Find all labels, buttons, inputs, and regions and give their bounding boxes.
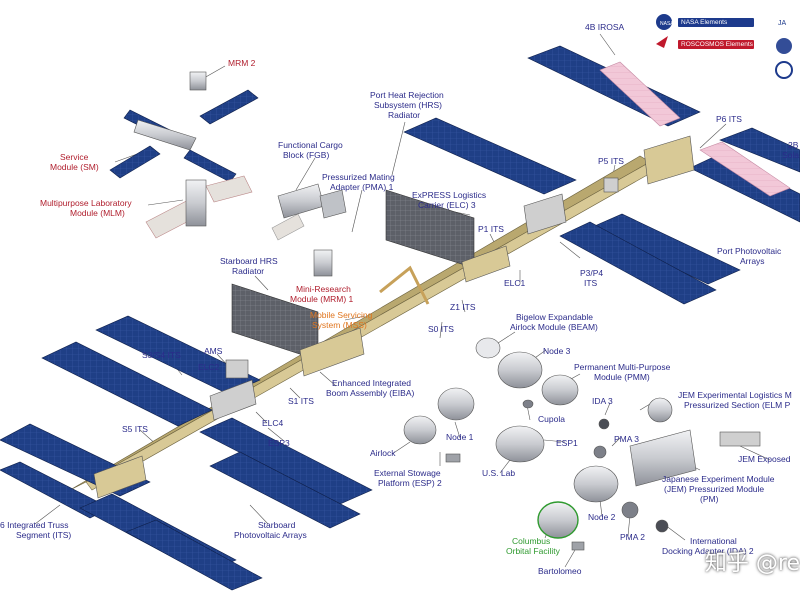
russian-solar-arrays [109, 89, 305, 241]
csa-logo-icon [776, 38, 792, 54]
legend: NASA JA [656, 14, 793, 79]
label-ida2-1: International [690, 536, 737, 546]
label-mss-1: Mobile Servicing [310, 310, 373, 320]
label-ida3: IDA 3 [592, 396, 613, 406]
label-stbd-pv-1: Starboard [258, 520, 296, 530]
label-fgb-2: Block (FGB) [283, 150, 330, 160]
label-elc2: ELC2 [198, 362, 220, 372]
label-mss-2: System (MSS) [312, 320, 367, 330]
label-pma2: PMA 2 [620, 532, 646, 542]
label-truss-2: Segment (ITS) [16, 530, 72, 540]
label-jem-pm-3: (PM) [700, 494, 719, 504]
label-pma1-2: Adapter (PMA) 1 [330, 182, 394, 192]
label-ida2-2: Docking Adapter (IDA) 2 [662, 546, 754, 556]
nasa-elements-legend: NASA Elements [678, 18, 754, 27]
label-solar-partial-2: Sola [782, 150, 800, 160]
label-beam-2: Airlock Module (BEAM) [510, 322, 598, 332]
label-jem-elm-2: Pressurized Section (ELM P [684, 400, 791, 410]
roscosmos-logo-icon [656, 36, 668, 48]
label-s1-its: S1 ITS [288, 396, 314, 406]
label-port-pv-2: Arrays [740, 256, 765, 266]
label-ams: AMS [204, 346, 223, 356]
label-pma1-1: Pressurized Mating [322, 172, 395, 182]
label-service-module-2: Module (SM) [50, 162, 99, 172]
label-eiba-2: Boom Assembly (EIBA) [326, 388, 415, 398]
label-jem-pm-2: (JEM) Pressurized Module [664, 484, 765, 494]
label-elc1: ELC1 [504, 278, 526, 288]
label-us-lab: U.S. Lab [482, 468, 516, 478]
label-bartolomeo: Bartolomeo [538, 566, 582, 576]
label-p3p4-1: P3/P4 [580, 268, 604, 278]
label-eiba-1: Enhanced Integrated [332, 378, 411, 388]
label-s0-its: S0 ITS [428, 324, 454, 334]
roscosmos-elements-legend: ROSCOSMOS Elements [678, 40, 754, 49]
label-z1-its: Z1 ITS [450, 302, 476, 312]
esa-logo-icon [775, 61, 793, 79]
label-service-module-1: Service [60, 152, 89, 162]
label-p3p4-2: ITS [584, 278, 598, 288]
label-4b-irosa: 4B IROSA [585, 22, 625, 32]
label-solar-partial-1: 2B [788, 140, 799, 150]
label-mrm2: MRM 2 [228, 58, 256, 68]
label-node2: Node 2 [588, 512, 616, 522]
label-elc4: ELC4 [262, 418, 284, 428]
label-truss-1: 6 Integrated Truss [0, 520, 69, 530]
label-esp3: ESP3 [268, 438, 290, 448]
label-beam-1: Bigelow Expandable [516, 312, 594, 322]
label-elc3-2: Carrier (ELC) 3 [418, 200, 476, 210]
label-mlm-1: Multipurpose Laboratory [40, 198, 132, 208]
nasa-logo-icon [656, 14, 672, 30]
label-p1-its: P1 ITS [478, 224, 504, 234]
label-port-pv-1: Port Photovoltaic [717, 246, 782, 256]
jaxa-logo-text: JA [778, 20, 787, 27]
label-hrs-1: Port Heat Rejection [370, 90, 444, 100]
label-cupola: Cupola [538, 414, 565, 424]
modules [93, 71, 761, 551]
label-mrm1-1: Mini-Research [296, 284, 351, 294]
starboard-solar-arrays [0, 315, 373, 591]
label-columbus-1: Columbus [512, 536, 551, 546]
label-s5-its: S5 ITS [122, 424, 148, 434]
label-pma3: PMA 3 [614, 434, 640, 444]
watermark: 知乎 @re [704, 551, 800, 576]
label-stbd-pv-2: Photovoltaic Arrays [234, 530, 307, 540]
label-node1: Node 1 [446, 432, 474, 442]
label-airlock: Airlock [370, 448, 396, 458]
label-stbd-hrs-2: Radiator [232, 266, 265, 276]
label-mlm-2: Module (MLM) [70, 208, 125, 218]
label-esp1: ESP1 [556, 438, 578, 448]
label-jem-elm-1: JEM Experimental Logistics M [678, 390, 792, 400]
label-pmm-2: Module (PMM) [594, 372, 650, 382]
label-esp2-2: Platform (ESP) 2 [378, 478, 442, 488]
port-solar-arrays [403, 45, 800, 305]
label-esp2-1: External Stowage [374, 468, 441, 478]
label-hrs-2: Subsystem (HRS) [374, 100, 443, 110]
label-s3s4-its: S3/S4 ITS [142, 350, 181, 360]
label-fgb-1: Functional Cargo [278, 140, 343, 150]
nasa-logo-text: NASA [660, 21, 674, 27]
label-elc3-1: ExPRESS Logistics [412, 190, 487, 200]
label-jem-exposed: JEM Exposed [738, 454, 791, 464]
label-p5-its: P5 ITS [598, 156, 624, 166]
label-node3: Node 3 [543, 346, 571, 356]
label-columbus-2: Orbital Facility [506, 546, 560, 556]
label-hrs-3: Radiator [388, 110, 421, 120]
label-stbd-hrs-1: Starboard HRS [220, 256, 278, 266]
label-mrm1-2: Module (MRM) 1 [290, 294, 354, 304]
label-pmm-1: Permanent Multi-Purpose [574, 362, 671, 372]
label-jem-pm-1: Japanese Experiment Module [662, 474, 775, 484]
label-p6-its: P6 ITS [716, 114, 742, 124]
